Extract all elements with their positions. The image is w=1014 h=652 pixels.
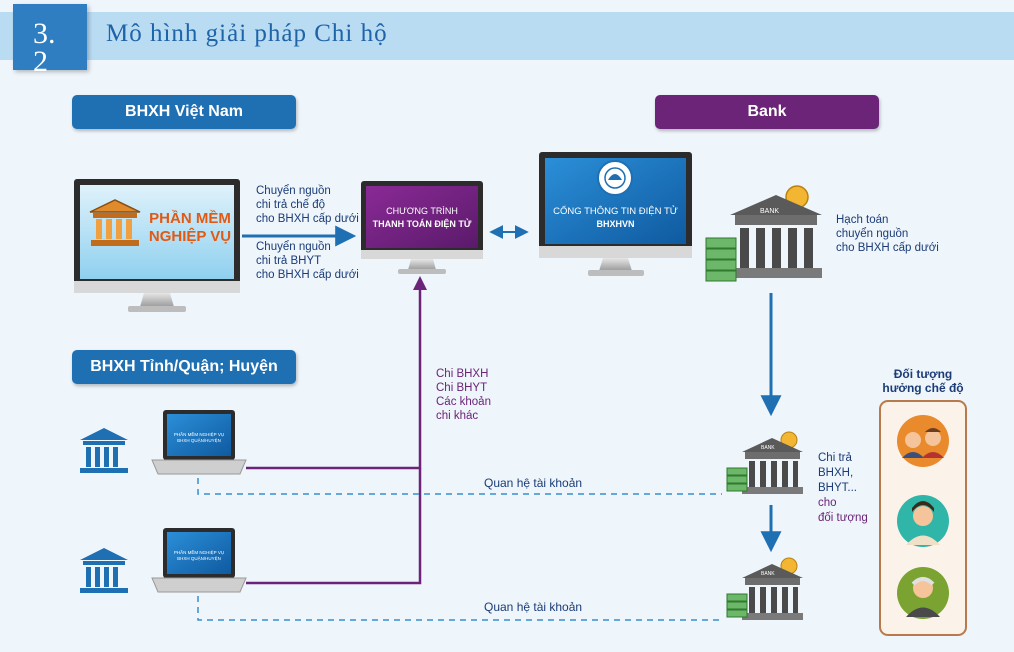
cash-stack-icon xyxy=(705,237,737,282)
payment-title-line2: THANH TOÁN ĐIỆN TỬ xyxy=(372,219,472,229)
laptop-screen-line1: PHẦN MỀM NGHIỆP VỤ xyxy=(173,550,225,555)
pay-line4: cho xyxy=(818,497,837,509)
label-bank: Bank xyxy=(655,95,879,129)
laptop-icon xyxy=(151,410,247,475)
beneficiaries-title: Đối tượng hưởng chế độ xyxy=(882,367,964,395)
section-number: 3. 2 xyxy=(13,4,87,77)
note-transfer-regime: Chuyển nguồn chi trả chế độ cho BHXH cấp… xyxy=(256,185,359,225)
pay-line5: đối tượng xyxy=(818,512,868,524)
payment-monitor xyxy=(361,181,483,274)
portal-title-line2: BHXHVN xyxy=(596,219,635,229)
bank-main-icon xyxy=(705,185,822,282)
family-avatar-icon xyxy=(897,415,949,467)
note-payments: Chi BHXH Chi BHYT Các khoản chi khác xyxy=(436,368,491,422)
bank-sign: BANK xyxy=(761,445,775,451)
pay-line1: Chi trả xyxy=(818,452,852,464)
label-bhxh-local: BHXH Tỉnh/Quận; Huyện xyxy=(72,350,296,384)
account-relation-label: Quan hệ tài khoản xyxy=(484,600,583,614)
header-bar xyxy=(0,12,1014,60)
bank-sign: BANK xyxy=(760,208,780,215)
pay-line3: BHYT... xyxy=(818,482,857,494)
elder-avatar-icon xyxy=(897,567,949,619)
payment-flow-lines xyxy=(246,276,427,585)
bank-sign: BANK xyxy=(761,571,775,577)
laptop-icon xyxy=(151,528,247,593)
bhxh-logo-icon xyxy=(597,160,633,196)
government-building-icon xyxy=(80,428,128,473)
bank-branch-icon xyxy=(726,557,803,620)
note-bank-accounting: Hạch toán chuyển nguồn cho BHXH cấp dưới xyxy=(836,214,939,254)
portal-title-line1: CỔNG THÔNG TIN ĐIỆN TỬ xyxy=(553,206,678,217)
software-title-line2: NGHIỆP VỤ xyxy=(148,228,232,245)
software-title-line1: PHẦN MỀM xyxy=(149,210,231,227)
payment-title-line1: CHƯƠNG TRÌNH xyxy=(386,206,458,216)
page-title: Mô hình giải pháp Chi hộ xyxy=(106,20,388,47)
laptop-screen-line2: BHXH QUẬN/HUYỆN xyxy=(177,556,221,561)
pay-line2: BHXH, xyxy=(818,467,854,479)
government-building-icon xyxy=(80,548,128,593)
account-relation-lines xyxy=(197,478,722,621)
laptop-screen-line1: PHẦN MỀM NGHIỆP VỤ xyxy=(173,432,225,437)
note-transfer-bhyt: Chuyển nguồn chi trả BHYT cho BHXH cấp d… xyxy=(256,241,359,281)
account-relation-label: Quan hệ tài khoản xyxy=(484,476,583,490)
laptop-screen-line2: BHXH QUẬN/HUYỆN xyxy=(177,438,221,443)
woman-avatar-icon xyxy=(897,495,949,547)
software-monitor xyxy=(74,179,240,312)
label-bhxh-vietnam: BHXH Việt Nam xyxy=(72,95,296,129)
portal-monitor xyxy=(539,152,692,276)
building-icon xyxy=(89,199,141,246)
bank-branch-icon xyxy=(726,431,803,494)
